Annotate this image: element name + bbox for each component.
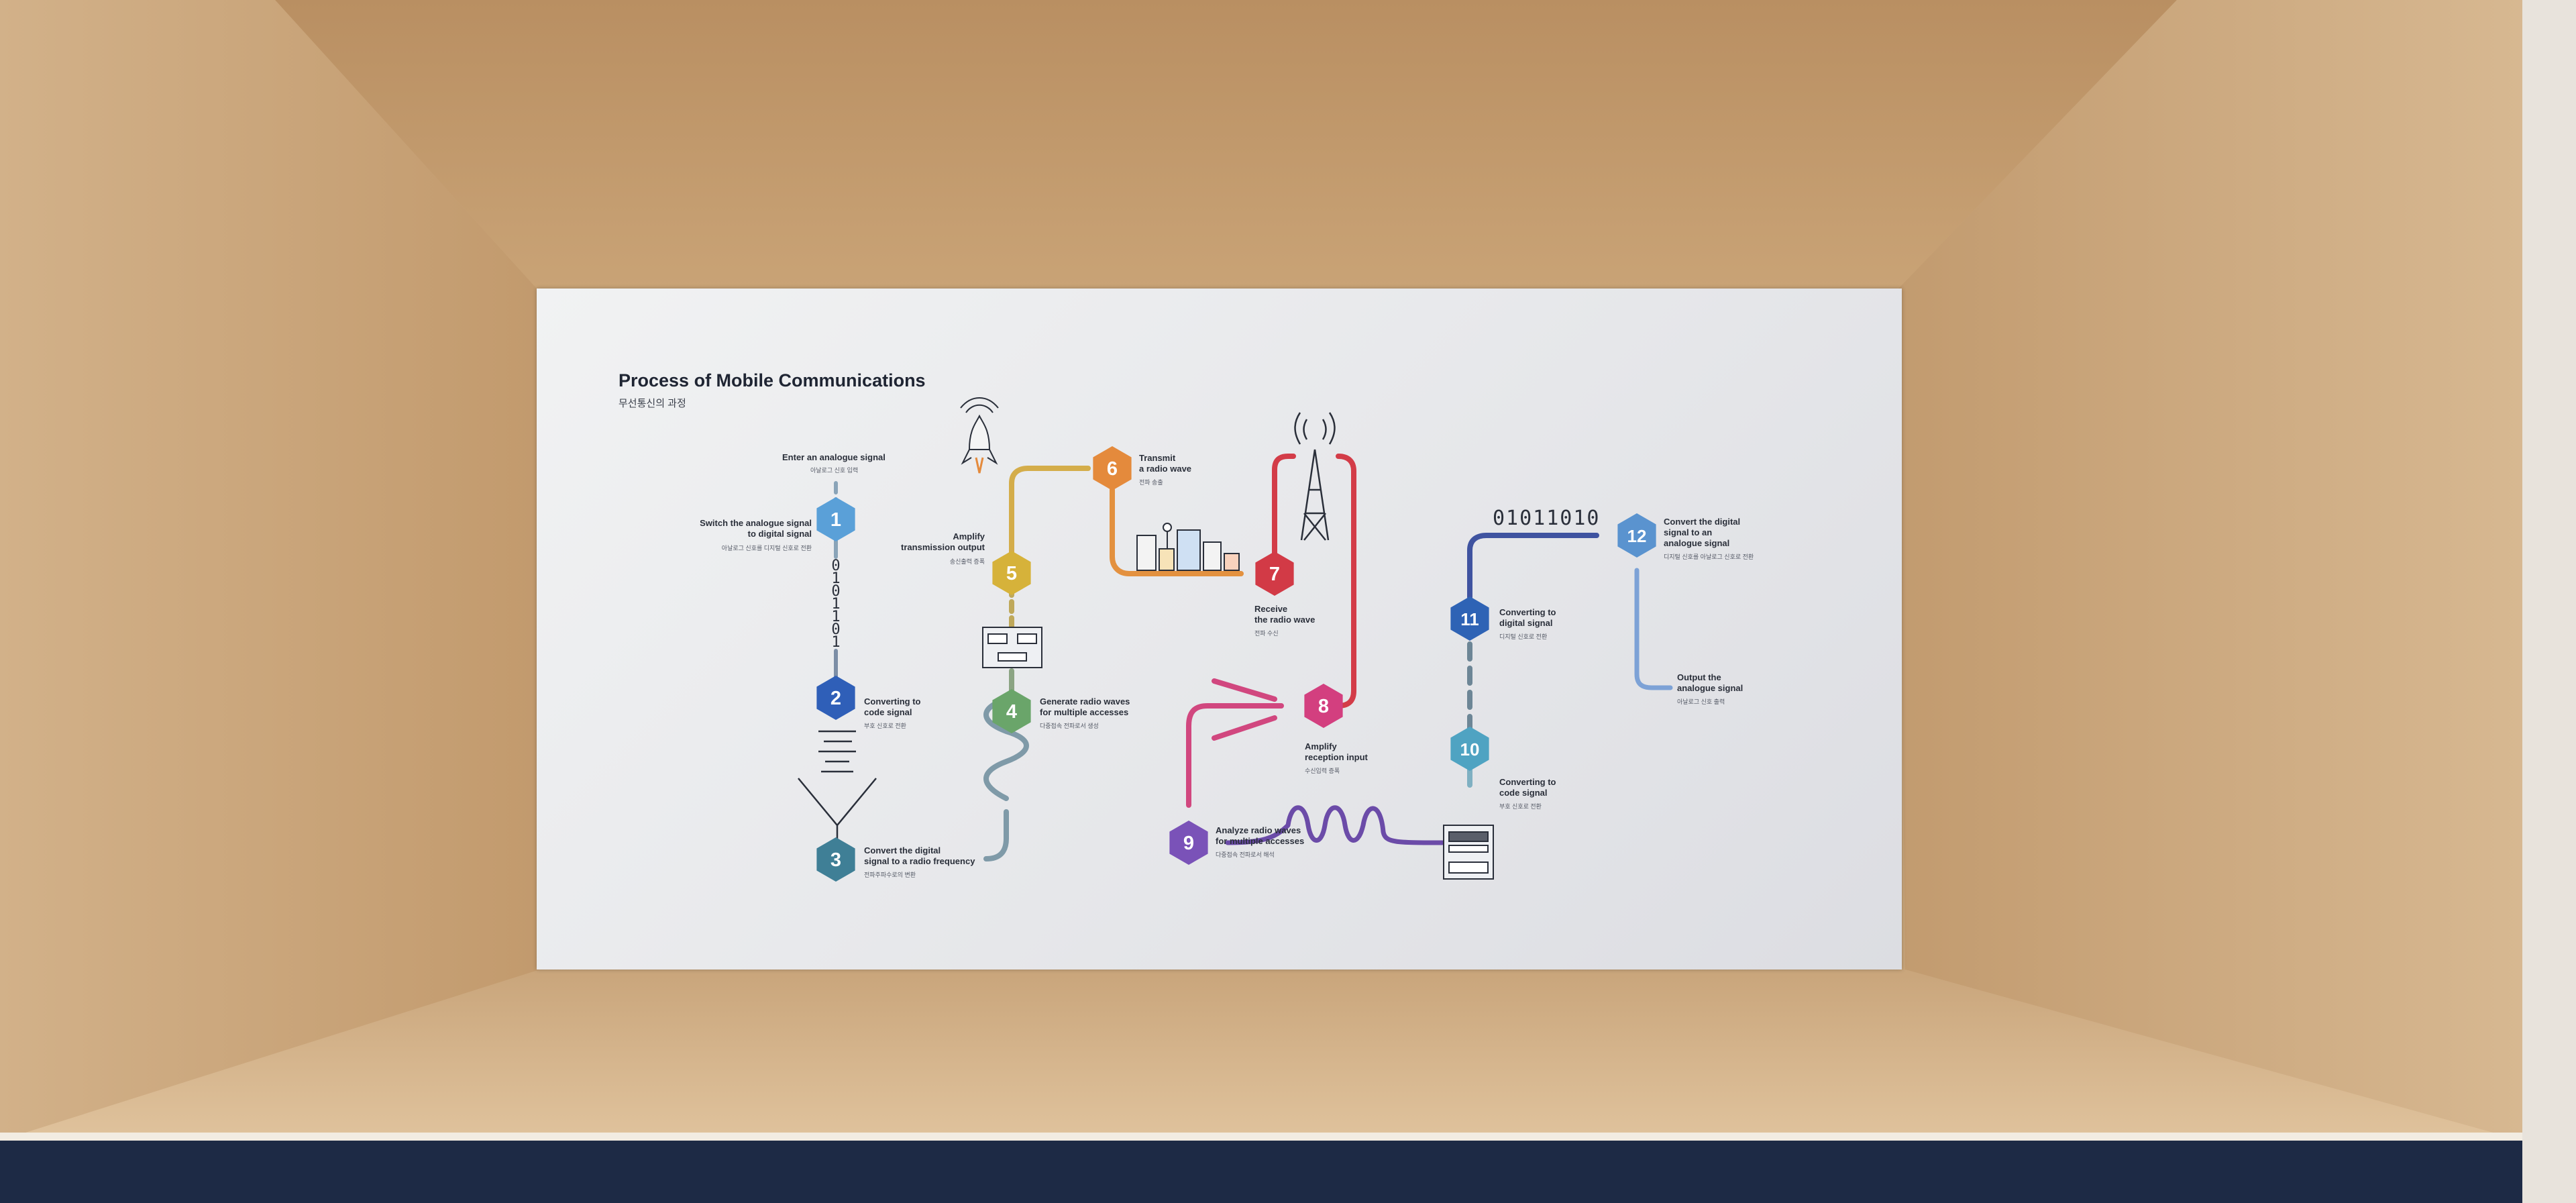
step-1-hexagon (816, 497, 855, 541)
step-8-marker: 8 (1304, 684, 1343, 728)
step-7-number: 7 (1269, 564, 1280, 585)
step-11-marker: 11 (1450, 596, 1489, 641)
wave-9-10 (1225, 805, 1445, 845)
step-1-sublabel: 아날로그 신호를 디지털 신호로 전환 (721, 545, 812, 552)
step-4-number: 4 (1006, 701, 1017, 723)
transmitter-device-icon (982, 627, 1042, 668)
end-sublabel: 아날로그 신호 출력 (1677, 698, 1725, 705)
connector-11-12 (1467, 533, 1599, 600)
radio-tower-icon (1294, 412, 1336, 541)
reflector-line-bottom (1212, 715, 1277, 741)
step-5-sublabel: 송신출력 증폭 (949, 558, 985, 565)
lower-cabinet (0, 1141, 2522, 1203)
step-9-marker: 9 (1169, 821, 1208, 865)
step-3-number: 3 (830, 849, 841, 871)
antenna-icon (798, 730, 877, 849)
step-5-hexagon (992, 551, 1031, 595)
step-7-sublabel: 전파 수신 (1254, 630, 1279, 637)
diagram-subtitle: 무선통신의 과정 (619, 398, 686, 409)
connector-8-9 (1186, 703, 1284, 808)
step-2-sublabel: 부호 신호로 전환 (864, 723, 906, 729)
step-8-number: 8 (1318, 696, 1329, 717)
step-6-marker: 6 (1093, 446, 1132, 490)
step-7-marker: 7 (1255, 552, 1294, 596)
step-10-marker: 10 (1450, 727, 1489, 771)
step-6-sublabel: 전파 송출 (1139, 479, 1163, 486)
step-4-label: Generate radio waves for multiple access… (1040, 696, 1130, 717)
step-9-label: Analyze radio waves for multiple accesse… (1216, 825, 1305, 846)
step-4-hexagon (992, 689, 1031, 733)
step-5-label: Amplify transmission output (901, 531, 985, 552)
step-4-marker: 4 (992, 689, 1031, 733)
step-12-number: 12 (1627, 526, 1647, 546)
step-3-hexagon (816, 837, 855, 882)
step-4-sublabel: 다중접속 전파로서 생성 (1040, 723, 1099, 729)
rocket-icon (960, 397, 999, 474)
step-12-label: Convert the digital signal to an analogu… (1664, 517, 1741, 548)
connector-5-6 (1009, 466, 1091, 556)
step-8-hexagon (1304, 684, 1343, 728)
city-icon (1136, 523, 1240, 571)
start-sublabel: 아날로그 신호 입력 (810, 467, 859, 474)
connectors (834, 454, 1673, 861)
step-11-sublabel: 디지털 신호로 전환 (1499, 633, 1548, 640)
step-3-label: Convert the digital signal to a radio fr… (864, 845, 975, 866)
step-6-number: 6 (1107, 458, 1118, 480)
connector-12-end (1634, 568, 1673, 690)
step-6-label: Transmit a radio wave (1139, 453, 1192, 474)
step-8-label: Amplify reception input (1305, 741, 1368, 762)
step-7-label: Receive the radio wave (1254, 604, 1316, 625)
step-2-label: Converting to code signal (864, 696, 921, 717)
binary-horizontal: 01011010 (1493, 507, 1601, 530)
step-2-number: 2 (830, 688, 841, 709)
coil-icon (983, 696, 1029, 801)
step-10-hexagon (1450, 727, 1489, 771)
step-3-marker: 3 (816, 837, 855, 882)
diagram-title: Process of Mobile Communications (619, 370, 926, 390)
step-11-hexagon (1450, 596, 1489, 641)
connector-6-city (1110, 487, 1244, 576)
poster-panel: Process of Mobile Communications 무선통신의 과… (537, 289, 1902, 970)
step-10-label: Converting to code signal (1499, 777, 1556, 798)
step-10-sublabel: 부호 신호로 전환 (1499, 803, 1542, 810)
step-1-label: Switch the analogue signal to digital si… (700, 518, 812, 539)
step-12-sublabel: 디지털 신호를 아날로그 신호로 전환 (1664, 554, 1754, 560)
reflector-line-top (1212, 678, 1277, 702)
step-5-marker: 5 (992, 551, 1031, 595)
step-8-sublabel: 수신입력 증폭 (1305, 768, 1340, 774)
connector-7-tower (1272, 454, 1296, 556)
step-9-number: 9 (1183, 833, 1194, 854)
start-label: Enter an analogue signal (782, 452, 885, 462)
binary-vertical: 0101101 (831, 558, 841, 651)
step-2-hexagon (816, 676, 855, 720)
step-11-number: 11 (1460, 609, 1479, 629)
step-11-label: Converting to digital signal (1499, 607, 1556, 628)
step-7-hexagon (1255, 552, 1294, 596)
wall (2522, 0, 2576, 1203)
step-3-sublabel: 전파주파수로의 변환 (864, 872, 916, 878)
step-9-sublabel: 다중접속 전파로서 해석 (1216, 851, 1275, 858)
step-9-hexagon (1169, 821, 1208, 865)
step-5-number: 5 (1006, 563, 1017, 584)
receiver-device-icon (1443, 825, 1494, 880)
connector-tower-8 (1326, 454, 1356, 709)
step-12-marker: 12 (1617, 513, 1656, 558)
connector-3-4 (983, 809, 1009, 861)
step-1-number: 1 (830, 509, 841, 531)
step-12-hexagon (1617, 513, 1656, 558)
end-label: Output the analogue signal (1677, 672, 1743, 693)
step-2-marker: 2 (816, 676, 855, 720)
step-10-number: 10 (1460, 739, 1480, 760)
step-6-hexagon (1093, 446, 1132, 490)
step-1-marker: 1 (816, 497, 855, 541)
